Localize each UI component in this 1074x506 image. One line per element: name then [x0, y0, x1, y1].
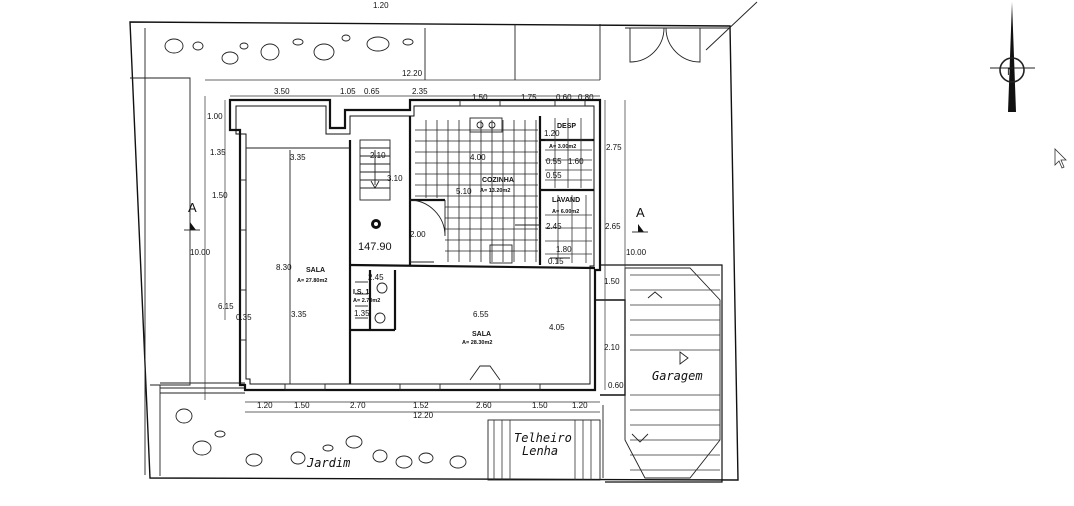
dim-bottom-seg-2: 1.50 [294, 401, 310, 410]
woodshed [487, 419, 601, 481]
dim-left-lower: 6.15 [218, 302, 234, 311]
room-sala-2-area: A= 28.30m2 [462, 340, 492, 346]
north-arrow: N [990, 2, 1035, 112]
dim-desp-d: 0.55 [546, 171, 562, 180]
dim-lavand-w: 1.80 [556, 245, 572, 254]
dim-top-seg-6: 1.75 [521, 93, 537, 102]
dim-right-overall: 10.00 [626, 248, 647, 257]
dim-lavand-h: 2.45 [546, 222, 562, 231]
garagem-label: Garagem [652, 369, 703, 383]
dim-desp-c: 1.60 [568, 157, 584, 166]
dim-top-seg-1: 3.50 [274, 87, 290, 96]
dim-stair-width: 2.10 [370, 151, 386, 160]
dim-left-seg-3: 1.50 [212, 191, 228, 200]
dim-left-overall: 10.00 [190, 248, 211, 257]
dim-left-seg-2: 1.35 [210, 148, 226, 157]
bathroom-fixtures [355, 281, 388, 324]
dim-bottom-seg-4: 1.52 [413, 401, 429, 410]
cursor-icon [1054, 148, 1067, 169]
dim-top-edge: 1.20 [373, 1, 389, 10]
dim-right-seg-1: 2.75 [606, 143, 622, 152]
jardim-label: Jardim [306, 456, 350, 470]
dim-right-seg-4: 2.10 [604, 343, 620, 352]
garden-shrubs-bottom [175, 408, 467, 469]
dim-bottom-seg-7: 1.20 [572, 401, 588, 410]
dim-stair-height: 3.10 [387, 174, 403, 183]
dim-hall-height: 2.00 [410, 230, 426, 239]
dim-desp-b: 0.55 [546, 157, 562, 166]
dim-lavand-b: 0.15 [548, 257, 564, 266]
gate [625, 27, 730, 63]
room-is-area: A= 2.70m2 [353, 298, 380, 304]
room-sala-1-area: A= 27.80m2 [297, 278, 327, 284]
dim-right-seg-5: 0.60 [608, 381, 624, 390]
telheiro-label: Telheiro [514, 431, 572, 445]
dim-top-seg-8: 0.80 [578, 93, 594, 102]
section-left-letter: A [188, 200, 197, 215]
lenha-label: Lenha [522, 444, 558, 458]
doors [408, 199, 570, 263]
dim-bottom-seg-1: 1.20 [257, 401, 273, 410]
dim-desp-a: 1.20 [544, 129, 560, 138]
dim-overall-top: 12.20 [402, 69, 423, 78]
dim-cozinha-height: 5.10 [456, 187, 472, 196]
dim-cozinha-width: 4.00 [470, 153, 486, 162]
room-lavand-area: A= 6.00m2 [552, 209, 579, 215]
room-cozinha-area: A= 13.20m2 [480, 188, 510, 194]
dimension-lines [204, 79, 626, 413]
dim-top-seg-7: 0.60 [556, 93, 572, 102]
dim-bottom-seg-3: 2.70 [350, 401, 366, 410]
dim-top-seg-2: 1.05 [340, 87, 356, 96]
dim-right-seg-2: 2.65 [605, 222, 621, 231]
desp-hatching [545, 118, 592, 188]
room-is-name: I.S. 1 [353, 289, 369, 296]
section-marker-right: A [632, 205, 648, 233]
dim-bottom-seg-6: 1.50 [532, 401, 548, 410]
dim-bottom-seg-5: 2.60 [476, 401, 492, 410]
chimney-symbol [371, 219, 501, 381]
elevation-label: 147.90 [358, 241, 392, 253]
dim-left-seg-1: 1.00 [207, 112, 223, 121]
garden-shrubs-top [164, 34, 414, 65]
dim-is-a: 2.45 [368, 273, 384, 282]
north-label: N [1007, 66, 1015, 78]
room-sala-1-name: SALA [306, 267, 325, 274]
dim-is-b: 1.35 [354, 309, 370, 318]
room-sala-2-name: SALA [472, 331, 491, 338]
dim-sala2-height: 4.05 [549, 323, 565, 332]
dim-overall-bottom: 12.20 [413, 411, 434, 420]
kitchen-counter [469, 117, 513, 264]
lavand-hatching [545, 195, 592, 263]
dim-top-seg-3: 0.65 [364, 87, 380, 96]
dim-sala2-width: 6.55 [473, 310, 489, 319]
dim-sala1-width: 3.35 [290, 153, 306, 162]
site-outline [129, 1, 758, 481]
staircase [359, 139, 391, 201]
dim-top-seg-4: 2.35 [412, 87, 428, 96]
room-lavand-name: LAVAND [552, 197, 580, 204]
room-cozinha-name: COZINHA [482, 177, 514, 184]
room-desp-area: A= 3.00m2 [549, 144, 576, 150]
section-right-letter: A [636, 205, 645, 220]
kitchen-tiles [415, 120, 538, 262]
dim-top-seg-5: 1.50 [472, 93, 488, 102]
dim-sala1-edge: 0.35 [236, 313, 252, 322]
dim-sala1-height: 8.30 [276, 263, 292, 272]
dim-right-seg-3: 1.50 [604, 277, 620, 286]
room-desp-name: DESP [557, 123, 576, 130]
garage-roof [600, 264, 723, 483]
section-marker-left: A [184, 200, 200, 231]
dim-sala1-width-bottom: 3.35 [291, 310, 307, 319]
